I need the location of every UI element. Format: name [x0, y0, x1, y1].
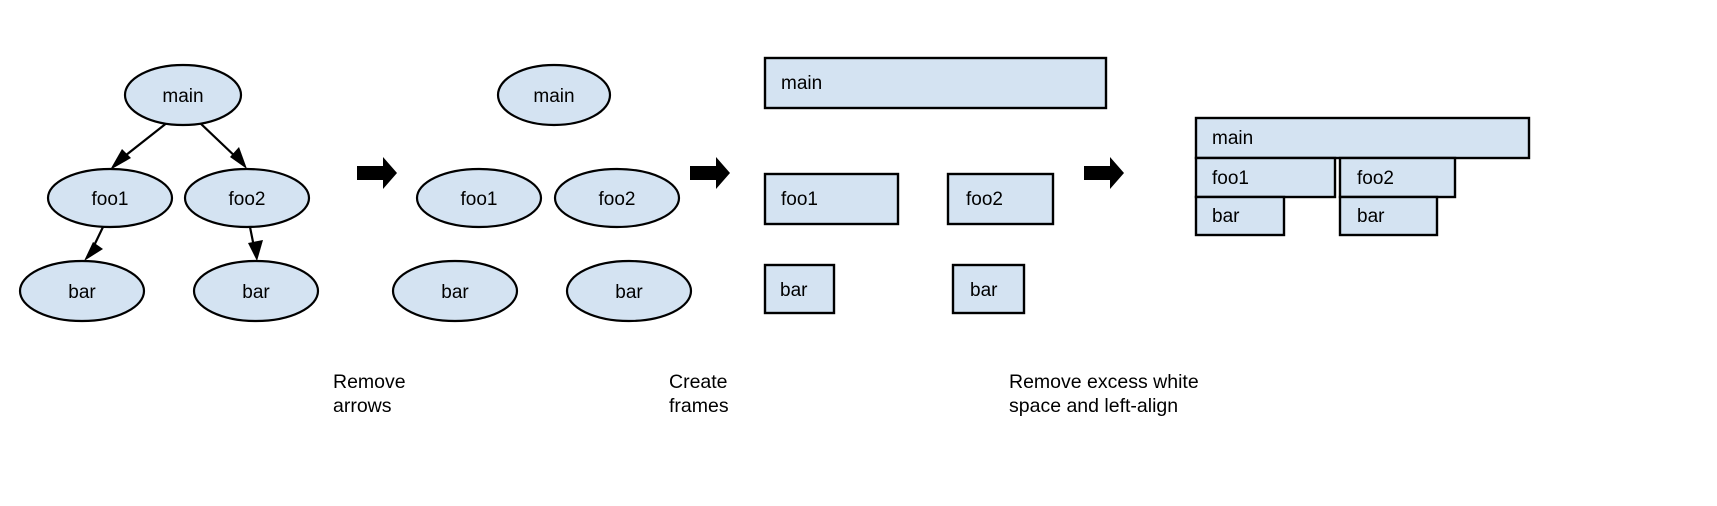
frame-label: foo2: [966, 189, 1003, 210]
edge-foo2-to-bar2: [248, 226, 263, 261]
stage-4-flamegraph: main foo1 foo2 bar bar: [1194, 116, 1531, 237]
node-label: bar: [242, 282, 270, 303]
node-main[interactable]: main: [496, 63, 612, 127]
node-label: foo2: [599, 189, 636, 210]
edge-foo1-to-bar1: [84, 226, 104, 261]
frame-bar-right[interactable]: bar: [1338, 195, 1439, 237]
node-foo1[interactable]: foo1: [46, 167, 174, 229]
frame-foo2[interactable]: foo2: [1338, 156, 1457, 199]
frame-label: foo2: [1357, 168, 1394, 189]
node-label: main: [162, 86, 203, 107]
node-label: bar: [615, 282, 643, 303]
frame-main[interactable]: main: [1194, 116, 1531, 160]
block-arrow-right-icon: [1084, 157, 1124, 189]
transition-label-remove-white-space: Remove excess white space and left-align: [1009, 371, 1199, 417]
node-main[interactable]: main: [123, 63, 243, 127]
frame-foo1[interactable]: foo1: [763, 172, 900, 226]
frame-label: foo1: [781, 189, 818, 210]
transition-label-remove-arrows: Remove arrows: [333, 371, 406, 417]
block-arrow-right-icon: [690, 157, 730, 189]
node-label: main: [533, 86, 574, 107]
node-bar-left[interactable]: bar: [18, 259, 146, 323]
frame-label: bar: [1357, 206, 1385, 227]
frame-label: bar: [1212, 206, 1240, 227]
node-bar-right[interactable]: bar: [565, 259, 693, 323]
node-label: foo1: [92, 189, 129, 210]
frame-bar-right[interactable]: bar: [951, 263, 1026, 315]
node-foo1[interactable]: foo1: [415, 167, 543, 229]
frame-foo2[interactable]: foo2: [946, 172, 1055, 226]
node-label: foo2: [229, 189, 266, 210]
frame-foo1[interactable]: foo1: [1194, 156, 1337, 199]
frame-bar-left[interactable]: bar: [1194, 195, 1286, 237]
frame-label: main: [1212, 128, 1253, 149]
frame-label: foo1: [1212, 168, 1249, 189]
frame-label: bar: [780, 280, 808, 301]
stage-3-frames: main foo1 foo2 bar bar: [763, 56, 1108, 315]
stage-2-tree-no-arrows: main foo1 foo2 bar bar: [391, 63, 693, 323]
block-arrow-right-icon: [357, 157, 397, 189]
frame-main[interactable]: main: [763, 56, 1108, 110]
stage-1-tree-with-arrows: main foo1 foo2 bar bar: [18, 63, 320, 323]
node-foo2[interactable]: foo2: [183, 167, 311, 229]
frame-label: bar: [970, 280, 998, 301]
node-label: foo1: [461, 189, 498, 210]
edge-main-to-foo1: [110, 121, 169, 170]
transition-label-create-frames: Create frames: [669, 371, 729, 417]
frame-label: main: [781, 73, 822, 94]
node-label: bar: [441, 282, 469, 303]
edge-main-to-foo2: [198, 121, 247, 169]
node-foo2[interactable]: foo2: [553, 167, 681, 229]
node-label: bar: [68, 282, 96, 303]
frame-bar-left[interactable]: bar: [763, 263, 836, 315]
node-bar-left[interactable]: bar: [391, 259, 519, 323]
node-bar-right[interactable]: bar: [192, 259, 320, 323]
